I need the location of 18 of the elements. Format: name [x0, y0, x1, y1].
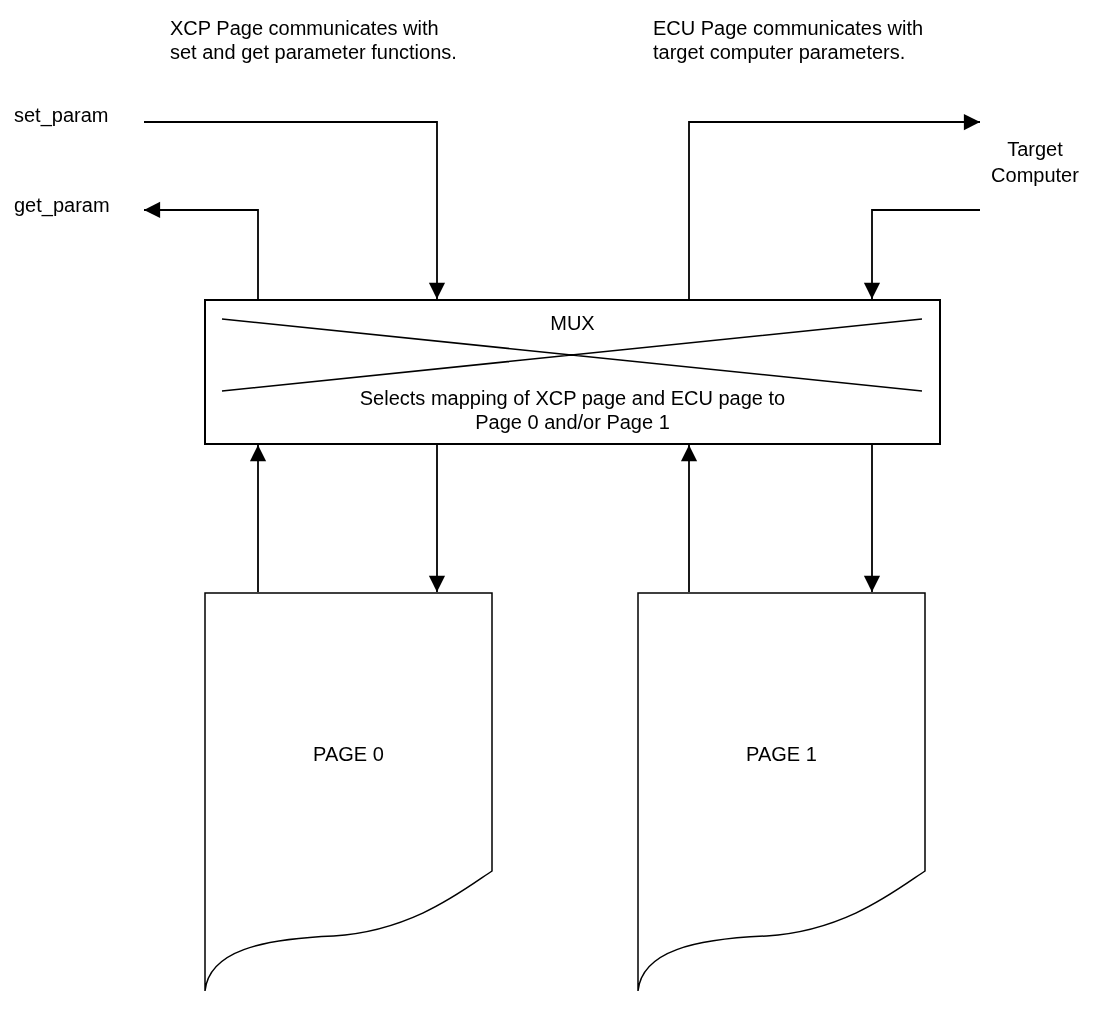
- page-label: PAGE 1: [745, 742, 818, 766]
- node-title: MUX: [549, 311, 596, 335]
- arrow: [143, 201, 259, 300]
- node-label: Target Computer: [980, 136, 1090, 190]
- arrow: [428, 444, 446, 593]
- arrow: [688, 113, 981, 300]
- annotation-text: XCP Page communicates with set and get parameter functions.: [170, 16, 458, 64]
- node-label: get_param: [14, 192, 144, 220]
- annotation-text: ECU Page communicates with target computer parameters.: [653, 16, 925, 64]
- arrow: [143, 121, 446, 300]
- arrow: [680, 444, 698, 593]
- page-label: PAGE 0: [312, 742, 385, 766]
- arrow: [249, 444, 267, 593]
- node-description: Selects mapping of XCP page and ECU page to Page 0 and/or Page 1: [358, 386, 787, 434]
- arrow: [863, 209, 981, 300]
- multiplexer-box: [204, 299, 941, 445]
- arrow: [863, 444, 881, 593]
- node-label: set_param: [14, 102, 144, 130]
